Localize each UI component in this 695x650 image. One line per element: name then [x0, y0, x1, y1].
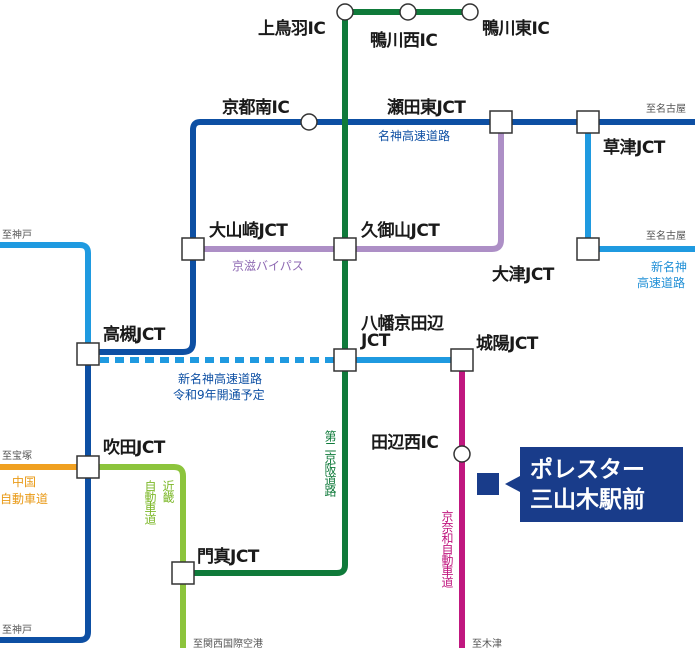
takatsuki-jct-marker — [76, 342, 100, 366]
property-name-line2: 三山木駅前 — [530, 486, 645, 513]
shin-meishin-right-label-2: 高速道路 — [637, 276, 686, 290]
otsu-jct-marker — [576, 237, 600, 261]
kinki-expressway-line — [88, 464, 186, 648]
kusatsu-jct-label: 草津JCT — [603, 138, 665, 158]
setahigashi-jct-marker — [489, 110, 513, 134]
kamogawa-nishi-ic-label: 鴨川西IC — [370, 31, 438, 51]
promo-pointer-arrow — [505, 476, 520, 492]
kamitoba-ic-label: 上鳥羽IC — [258, 19, 326, 39]
oyamazaki-jct-label: 大山崎JCT — [209, 221, 288, 241]
kadoma-jct-marker — [171, 561, 195, 585]
keiji-bypass-road-label: 京滋バイパス — [232, 259, 304, 273]
shin-meishin-west-line — [0, 242, 91, 352]
direction-kix: 至関西国際空港 — [193, 639, 263, 650]
yawata-jct-label-line2: JCT — [361, 331, 390, 351]
direction-nagoya-mid: 至名古屋 — [646, 231, 686, 242]
tanabe-nishi-ic-label: 田辺西IC — [371, 433, 439, 453]
tanabe-nishi-ic-marker — [453, 445, 471, 463]
otsu-jct-label: 大津JCT — [492, 265, 554, 285]
suita-jct-label: 吹田JCT — [103, 438, 165, 458]
meishin-expressway-line — [0, 119, 695, 643]
direction-kizu: 至木津 — [472, 639, 502, 650]
joyo-jct-marker — [450, 348, 474, 372]
property-name-box: ポレスター 三山木駅前 — [520, 447, 683, 522]
property-name-line1: ポレスター — [530, 456, 645, 483]
oyamazaki-jct-marker — [181, 237, 205, 261]
yawata-jct-marker — [333, 348, 357, 372]
yawata-jct-label-line1: 八幡京田辺 — [361, 314, 444, 334]
kinki-road-label-2: 自動車道 — [143, 480, 157, 524]
kamogawa-nishi-ic-marker — [399, 3, 417, 21]
direction-nagoya-top: 至名古屋 — [646, 104, 686, 115]
chugoku-road-label-1: 中国 — [12, 475, 37, 489]
chugoku-road-label-2: 自動車道 — [0, 492, 49, 506]
direction-kobe-bottom: 至神戸 — [2, 625, 32, 636]
shin-meishin-planned-label-2: 令和9年開通予定 — [173, 388, 265, 402]
keinawa-road-label: 京奈和自動車道 — [440, 510, 454, 587]
shin-meishin-planned-label-1: 新名神高速道路 — [178, 372, 263, 386]
daini-keihan-road-label: 第二京阪道路 — [323, 430, 337, 496]
kamogawa-higashi-ic-marker — [461, 3, 479, 21]
setahigashi-jct-label: 瀬田東JCT — [387, 98, 466, 118]
joyo-jct-label: 城陽JCT — [476, 334, 538, 354]
kamitoba-ic-marker — [336, 3, 354, 21]
takatsuki-jct-label: 高槻JCT — [103, 325, 165, 345]
suita-jct-marker — [76, 455, 100, 479]
property-location-marker — [477, 473, 499, 495]
kinki-road-label-1: 近畿 — [161, 480, 175, 502]
kusatsu-jct-marker — [576, 110, 600, 134]
meishin-road-label: 名神高速道路 — [378, 129, 451, 143]
kadoma-jct-label: 門真JCT — [197, 547, 259, 567]
direction-takarazuka: 至宝塚 — [2, 451, 32, 462]
keiji-bypass-line — [193, 122, 504, 252]
kyoto-minami-ic-marker — [300, 113, 318, 131]
kyoto-minami-ic-label: 京都南IC — [222, 98, 290, 118]
direction-kobe-top: 至神戸 — [2, 230, 32, 241]
kamogawa-higashi-ic-label: 鴨川東IC — [482, 19, 550, 39]
kumiyama-jct-label: 久御山JCT — [361, 221, 440, 241]
shin-meishin-right-label-1: 新名神 — [651, 260, 688, 274]
kumiyama-jct-marker — [333, 237, 357, 261]
